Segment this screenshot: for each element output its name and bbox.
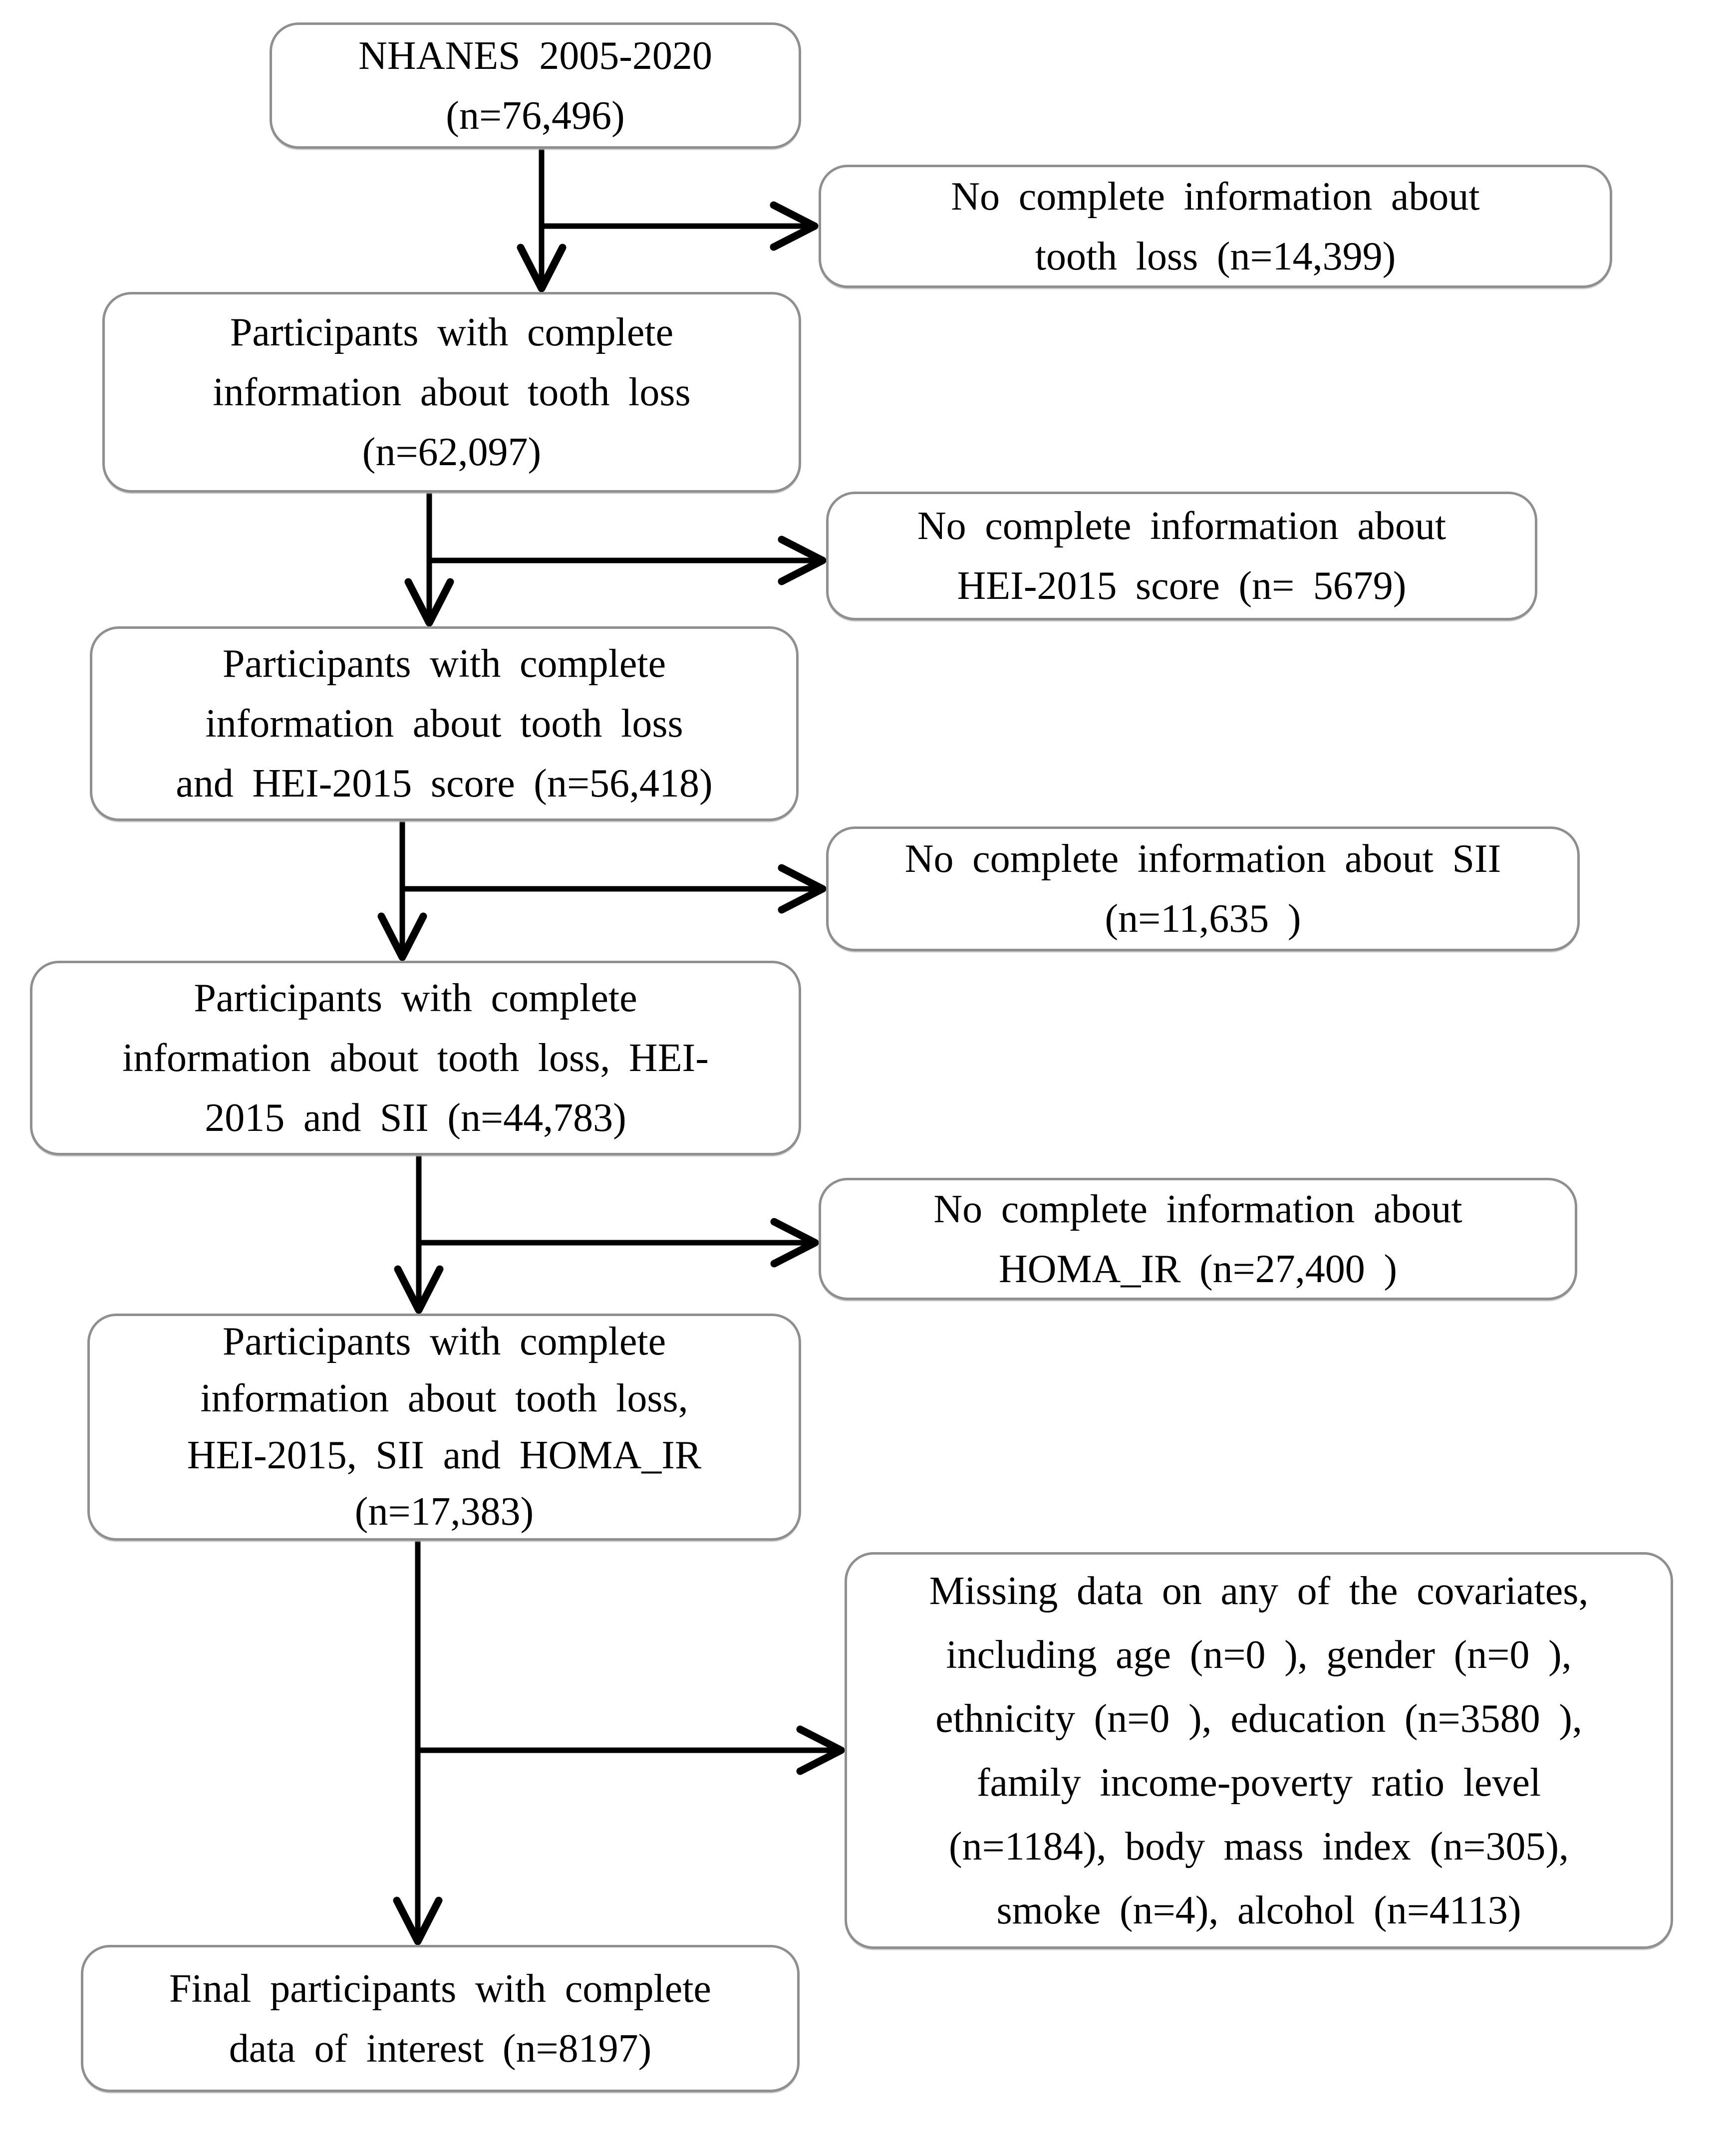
box-excluded-sii: No complete information about SII (n=11,… xyxy=(826,826,1580,951)
box-line: No complete information about xyxy=(917,504,1446,548)
box-line: (n=11,635 ) xyxy=(1105,897,1301,941)
box-line: No complete information about xyxy=(951,174,1480,219)
box-line: HEI-2015, SII and HOMA_IR xyxy=(187,1433,702,1477)
box-complete-hei2015: Participants with complete information a… xyxy=(90,626,799,821)
box-line: No complete information about SII xyxy=(904,837,1501,881)
box-line: Missing data on any of the covariates, xyxy=(929,1569,1589,1613)
box-nhanes-source: NHANES 2005-2020 (n=76,496) xyxy=(270,22,801,149)
box-line: ethnicity (n=0 ), education (n=3580 ), xyxy=(935,1696,1582,1741)
box-excluded-hei2015: No complete information about HEI-2015 s… xyxy=(826,492,1537,620)
box-line: (n=1184), body mass index (n=305), xyxy=(949,1824,1569,1869)
box-line: HOMA_IR (n=27,400 ) xyxy=(998,1247,1398,1291)
box-line: smoke (n=4), alcohol (n=4113) xyxy=(996,1888,1521,1932)
box-line: including age (n=0 ), gender (n=0 ), xyxy=(946,1632,1572,1677)
box-line: NHANES 2005-2020 xyxy=(358,33,712,78)
box-line: Participants with complete xyxy=(222,642,666,686)
box-line: No complete information about xyxy=(933,1187,1462,1231)
box-line: Participants with complete xyxy=(194,976,637,1020)
box-line: tooth loss (n=14,399) xyxy=(1035,234,1396,278)
box-line: data of interest (n=8197) xyxy=(229,2026,652,2071)
box-line: and HEI-2015 score (n=56,418) xyxy=(176,762,713,806)
box-excluded-covariates: Missing data on any of the covariates, i… xyxy=(845,1552,1673,1949)
box-line: (n=17,383) xyxy=(354,1490,534,1534)
box-line: Final participants with complete xyxy=(169,1966,711,2011)
box-excluded-tooth-loss: No complete information about tooth loss… xyxy=(819,165,1612,288)
box-complete-sii: Participants with complete information a… xyxy=(30,961,801,1155)
box-line: information about tooth loss xyxy=(213,370,691,414)
box-line: information about tooth loss xyxy=(205,702,683,746)
box-line: (n=76,496) xyxy=(446,93,625,138)
box-complete-tooth-loss: Participants with complete information a… xyxy=(102,292,801,493)
box-line: Participants with complete xyxy=(222,1320,666,1364)
box-line: Participants with complete xyxy=(230,310,674,354)
box-complete-homa-ir: Participants with complete information a… xyxy=(87,1314,801,1541)
box-line: information about tooth loss, xyxy=(200,1376,688,1420)
box-line: 2015 and SII (n=44,783) xyxy=(205,1096,626,1140)
box-final-participants: Final participants with complete data of… xyxy=(81,1945,800,2092)
box-excluded-homa-ir: No complete information about HOMA_IR (n… xyxy=(819,1178,1577,1300)
box-line: family income-poverty ratio level xyxy=(976,1760,1541,1805)
box-line: (n=62,097) xyxy=(362,430,542,474)
box-line: information about tooth loss, HEI- xyxy=(122,1036,709,1080)
box-line: HEI-2015 score (n= 5679) xyxy=(957,564,1407,608)
